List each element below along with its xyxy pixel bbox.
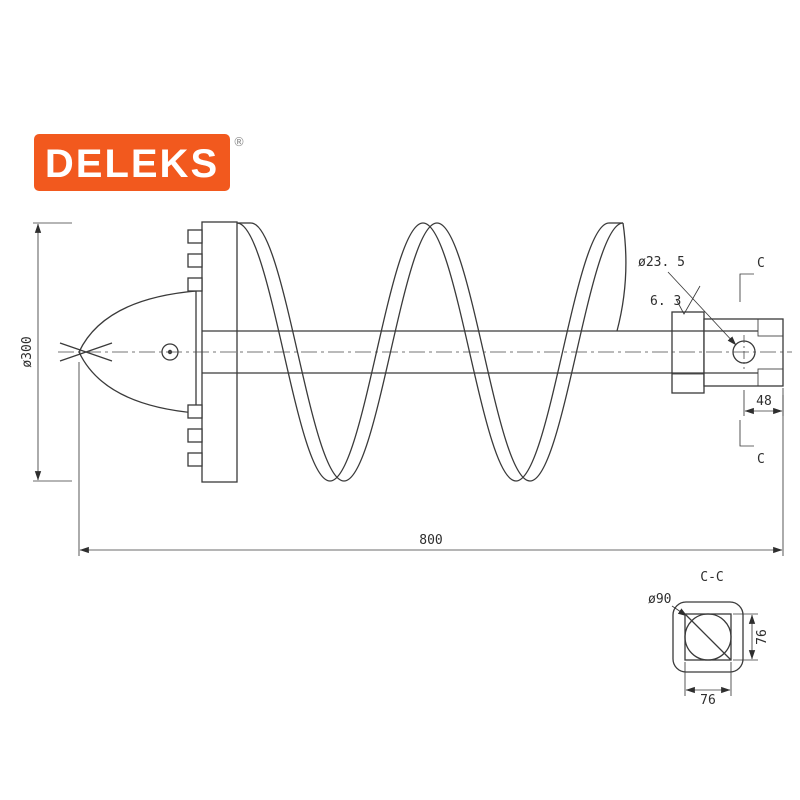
section-view-title: C-C [700,570,723,585]
cutting-tooth [187,229,203,244]
deleks-logo: DELEKS ® [34,134,245,191]
socket-height-label: 76 [755,629,770,645]
hub-outer-profile [672,601,744,673]
cutting-tooth [187,277,203,292]
dimension-socket-height: 76 [733,613,770,661]
shaft-tube [202,330,672,374]
section-mark-bottom-label: C [757,452,765,467]
section-view-cc: C-C ø90 76 76 [648,570,770,708]
cutting-tooth [187,452,203,467]
flight-end-edge [616,222,627,332]
dimension-48: 48 [743,388,784,416]
diameter-300-label: ø300 [20,336,35,367]
dimension-socket-width: 76 [684,662,732,708]
dimension-800: 800 [78,362,784,556]
surface-roughness-icon [675,285,701,315]
socket-width-label: 76 [700,693,716,708]
bore-circle [684,613,732,661]
hub-collar [671,311,705,394]
cutting-tooth [187,404,203,419]
flight-edge-back [250,222,624,482]
bore-diameter-label: ø90 [648,592,671,607]
dimension-diameter-300: ø300 [20,222,72,482]
surface-roughness-value: 6. 3 [650,294,681,309]
drive-hub [671,311,784,394]
section-cut-marks: C C [739,256,765,467]
hub-length-label: 48 [756,394,772,409]
logo-wordmark: DELEKS [45,142,219,186]
hole-callout: ø23. 5 6. 3 [638,255,737,346]
overall-length-label: 800 [419,533,442,548]
cutting-tooth [187,253,203,268]
registered-trademark-symbol: ® [233,135,245,149]
cutting-tooth [187,428,203,443]
hole-diameter-label: ø23. 5 [638,255,685,270]
flight-edge-front [236,222,610,482]
spiral-flight [236,222,627,482]
section-mark-top-label: C [757,256,765,271]
logo-background [34,134,230,191]
